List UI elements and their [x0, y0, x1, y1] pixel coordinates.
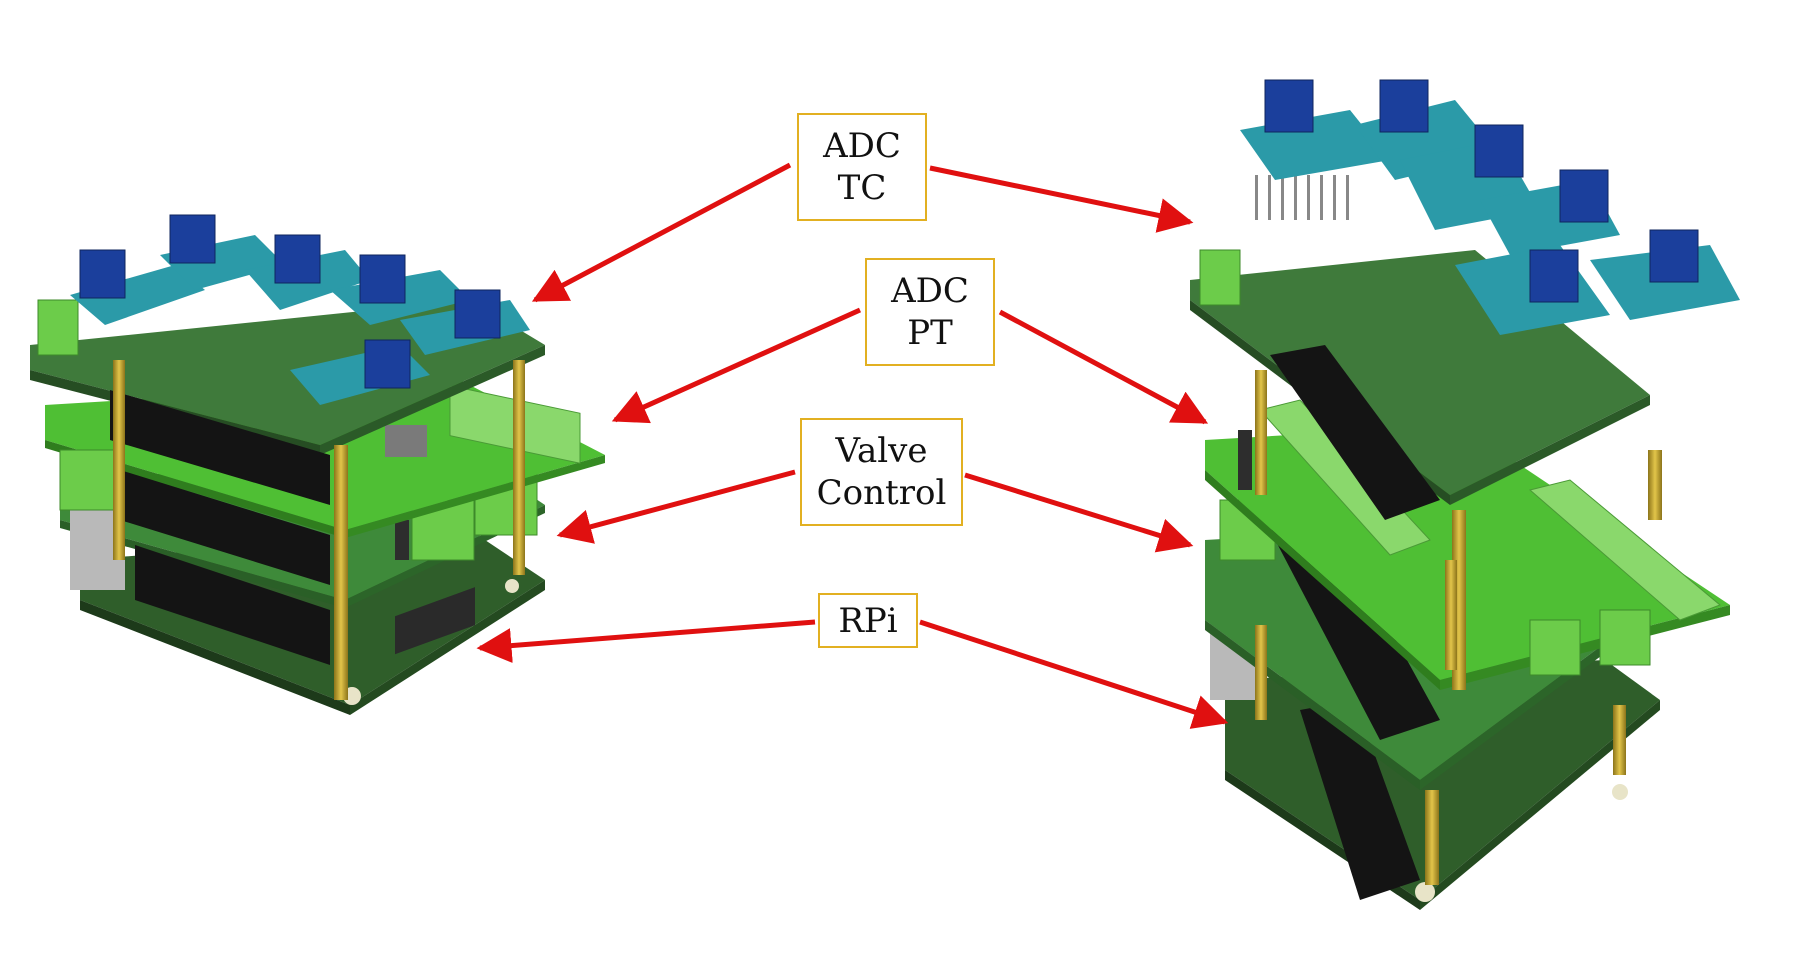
- label-adc-pt-line2: PT: [907, 313, 953, 353]
- arrow-adc-tc-right: [929, 165, 1194, 233]
- arrow-rpi-right: [919, 619, 1229, 729]
- label-valve-control-line1: Valve: [835, 431, 928, 471]
- arrow-valve-right: [964, 472, 1194, 553]
- standoffs-exploded: [1255, 370, 1662, 885]
- label-rpi: RPi: [818, 593, 918, 648]
- label-adc-tc: ADC TC: [797, 113, 927, 221]
- arrow-adc-pt-right: [998, 309, 1209, 425]
- arrow-adc-tc-left: [531, 162, 792, 303]
- arrow-rpi-left: [476, 619, 816, 664]
- header-pins-exploded: [1255, 175, 1349, 220]
- callout-arrows: [476, 162, 1229, 729]
- label-adc-tc-line2: TC: [837, 168, 887, 208]
- exploded-stack: [1190, 79, 1740, 910]
- label-rpi-line1: RPi: [838, 600, 898, 641]
- label-valve-control-line2: Control: [816, 473, 947, 513]
- arrow-valve-left: [556, 469, 796, 544]
- label-adc-pt: ADC PT: [865, 258, 995, 366]
- arrow-adc-pt-left: [611, 307, 862, 424]
- standoffs-assembled: [113, 360, 525, 700]
- pin-headers-assembled: [110, 390, 330, 665]
- blue-screw-terminals-assembled: [79, 214, 501, 389]
- adc-pt-board-exploded: [1205, 399, 1730, 690]
- label-adc-pt-line1: ADC: [891, 271, 969, 311]
- assembled-stack: [30, 214, 605, 715]
- label-valve-control: Valve Control: [800, 418, 963, 526]
- blue-screw-terminals-exploded: [1264, 79, 1699, 303]
- label-adc-tc-line1: ADC: [823, 126, 901, 166]
